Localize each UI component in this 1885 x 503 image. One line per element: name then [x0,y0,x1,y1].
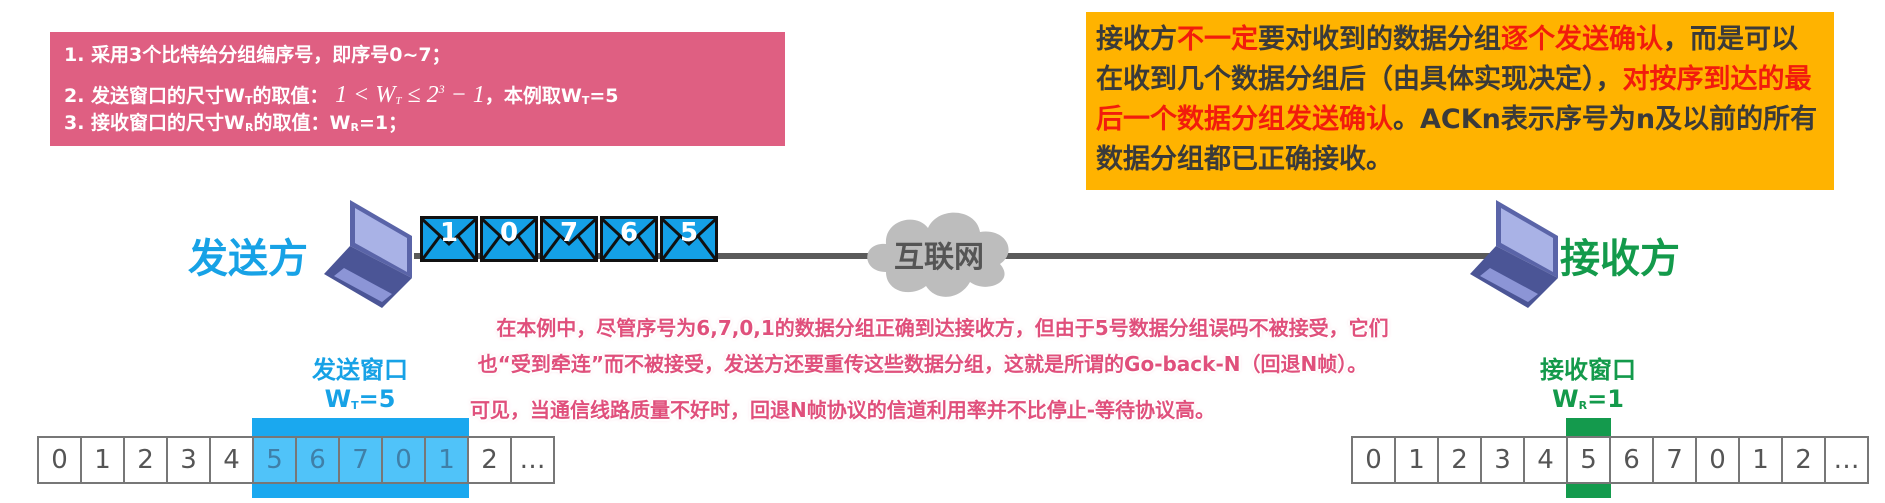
window-size-formula: 1 < WT ≤ 23 − 1 [335,82,485,108]
recv-window-size: WR=1 [1468,385,1708,413]
text: 3. 接收窗口的尺寸W [64,112,246,134]
sender-laptop-icon [324,200,412,308]
sequence-cell: 6 [1611,436,1654,484]
explanation-line-3: 可见，当通信线路质量不好时，回退N帧协议的信道利用率并不比停止-等待协议高。 [469,398,1216,422]
internet-cloud-icon [867,212,1009,297]
text: =1； [358,112,408,134]
sequence-cell: 0 [1697,436,1740,484]
packet-seq-number: 5 [679,218,699,248]
send-window-size: WT=5 [240,385,480,413]
text: =5 [358,385,396,413]
packet-envelope-icon: 0 [480,216,538,262]
superscript: 3 [438,82,445,96]
packet-seq-number: 1 [439,218,459,248]
text: 的取值： [252,85,329,107]
subscript: T [581,94,590,107]
sequence-cell: 1 [1740,436,1783,484]
packet-envelope-icon: 1 [420,216,478,262]
param-line-2: 2. 发送窗口的尺寸WT的取值： 1 < WT ≤ 23 − 1，本例取WT=5 [64,72,771,108]
highlight-text: 对按序到达的最后一个数据分组发送确认 [1096,64,1812,135]
subscript: T [395,95,402,107]
send-window-title: 发送窗口 [312,356,408,384]
text: =1 [1587,385,1624,413]
sequence-cell: 0 [39,436,82,484]
text: =5 [589,85,619,107]
sequence-cell: 7 [340,436,383,484]
param-line-1: 1. 采用3个比特给分组编序号，即序号0~7； [64,44,451,66]
subscript: R [1578,399,1588,412]
sequence-cell: 6 [297,436,340,484]
sequence-cell: 3 [168,436,211,484]
text: 要对收到的数据分组 [1258,24,1501,55]
sequence-cell: 2 [1439,436,1482,484]
sequence-cell: 5 [1568,436,1611,484]
sequence-cell: 0 [1353,436,1396,484]
param-line-3: 3. 接收窗口的尺寸WR的取值：WR=1； [64,106,771,140]
text: ≤ 2 [401,82,439,108]
text: 2. 发送窗口的尺寸W [64,85,246,107]
sequence-cell: 0 [383,436,426,484]
sequence-cell: 1 [82,436,125,484]
packet-envelope-icon: 6 [600,216,658,262]
highlight-text: 逐个发送确认 [1501,24,1663,55]
receiver-laptop-icon [1470,200,1558,308]
subscript: T [245,94,253,107]
sequence-cell: 3 [1482,436,1525,484]
text: 接收方 [1096,24,1177,55]
sequence-cell: 1 [1396,436,1439,484]
text: − 1 [444,82,485,108]
subscript: R [245,121,254,134]
packet-envelope-icon: 5 [660,216,718,262]
receiver-label: 接收方 [1560,236,1680,282]
subscript: R [350,121,359,134]
text: 1 < W [335,82,396,108]
text: W [324,385,352,413]
subscript: T [351,399,359,412]
packet-seq-number: 7 [559,218,579,248]
sequence-cell: 4 [1525,436,1568,484]
sequence-cell: 2 [469,436,512,484]
protocol-parameters-box: 1. 采用3个比特给分组编序号，即序号0~7； 2. 发送窗口的尺寸WT的取值：… [50,32,785,146]
explanation-line-2: 也“受到牵连”而不被接受，发送方还要重传这些数据分组，这就是所谓的Go-back… [477,352,1368,376]
text: 的取值：W [253,112,351,134]
packet-seq-number: 6 [619,218,639,248]
internet-label: 互联网 [894,240,984,275]
sequence-cell: 2 [125,436,168,484]
packet-envelope-icon: 7 [540,216,598,262]
sequence-cell: 5 [254,436,297,484]
text: ，而是可以在收到几个数据分组后（由具体实现决定）， [1096,24,1798,95]
text: 。ACKn表示序号为n及以前的所有数据分组都已正确接收。 [1096,104,1818,175]
sequence-cell: 7 [1654,436,1697,484]
sequence-cell: … [1826,436,1869,484]
text: ，本例取W [484,85,582,107]
sender-label: 发送方 [188,236,308,282]
sequence-cell: 2 [1783,436,1826,484]
packet-seq-number: 0 [499,218,519,248]
sequence-cell: … [512,436,555,484]
text: W [1552,385,1579,413]
sequence-cell: 1 [426,436,469,484]
recv-window-title: 接收窗口 [1540,356,1636,384]
cumulative-ack-box: 接收方不一定要对收到的数据分组逐个发送确认，而是可以在收到几个数据分组后（由具体… [1086,12,1834,190]
explanation-line-1: 在本例中，尽管序号为6,7,0,1的数据分组正确到达接收方，但由于5号数据分组误… [496,316,1389,340]
highlight-text: 不一定 [1177,24,1258,55]
sequence-cell: 4 [211,436,254,484]
